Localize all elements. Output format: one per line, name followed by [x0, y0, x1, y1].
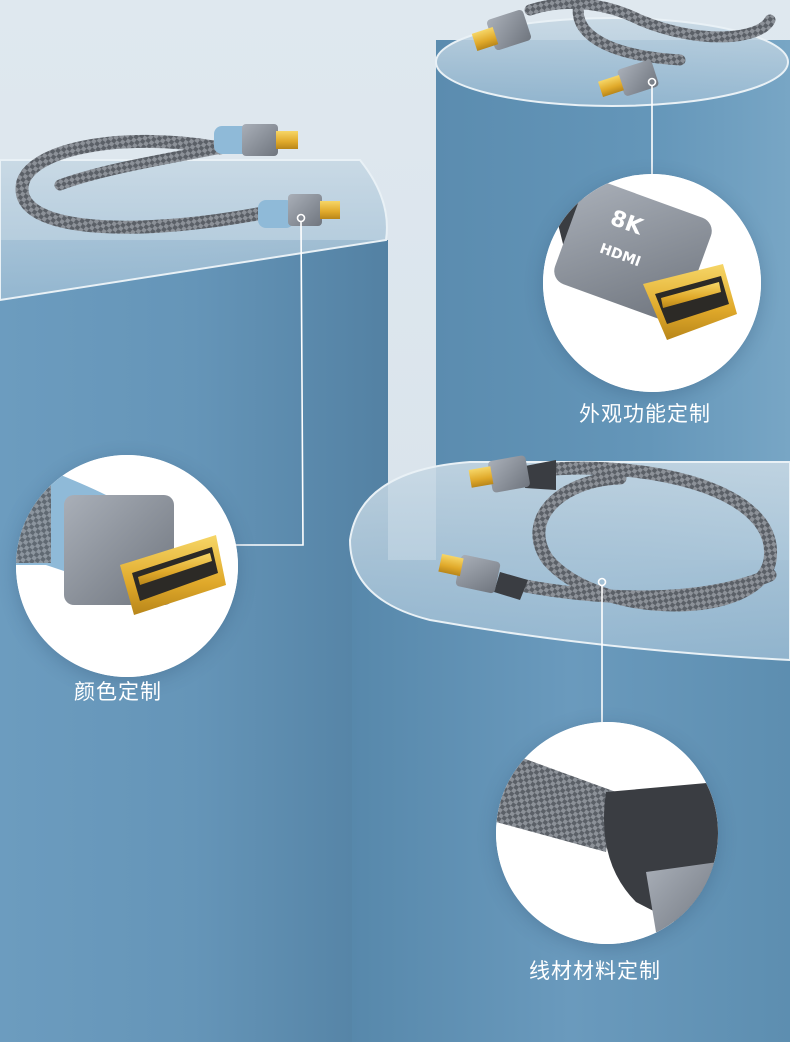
cable-bottom-right — [438, 455, 777, 612]
braided-cable-closeup — [496, 722, 718, 944]
color-detail-circle — [16, 455, 238, 677]
cable-top-left — [15, 124, 340, 234]
color-customization-label: 颜色定制 — [74, 680, 162, 704]
leader-lines — [236, 77, 657, 722]
appearance-detail-circle: 8K HDMI — [543, 174, 761, 392]
cable-top-right — [471, 0, 776, 98]
hdmi-connector-closeup: 8K HDMI — [543, 174, 761, 392]
blue-boot-connector-closeup — [16, 455, 238, 677]
material-detail-circle — [496, 722, 718, 944]
appearance-customization-label: 外观功能定制 — [579, 402, 711, 426]
material-customization-label: 线材材料定制 — [529, 959, 661, 983]
